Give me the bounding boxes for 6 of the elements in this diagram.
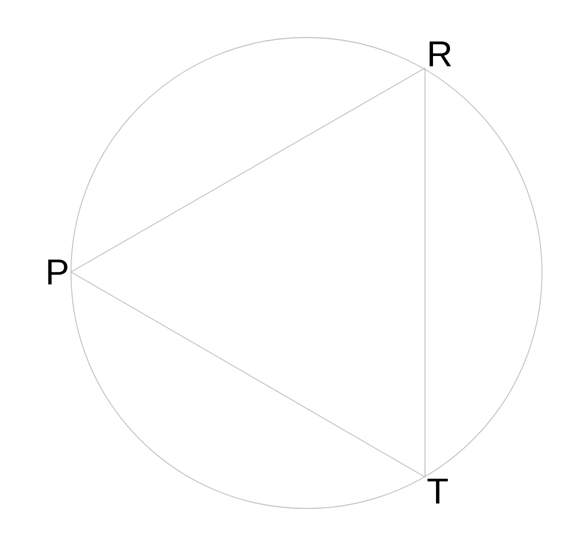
- triangle-side: [70, 68, 426, 272]
- triangle-side: [424, 68, 426, 478]
- vertex-label: R: [430, 42, 452, 66]
- vertex-label: P: [48, 260, 68, 284]
- vertex-label: T: [428, 478, 448, 504]
- triangle-side: [70, 272, 426, 478]
